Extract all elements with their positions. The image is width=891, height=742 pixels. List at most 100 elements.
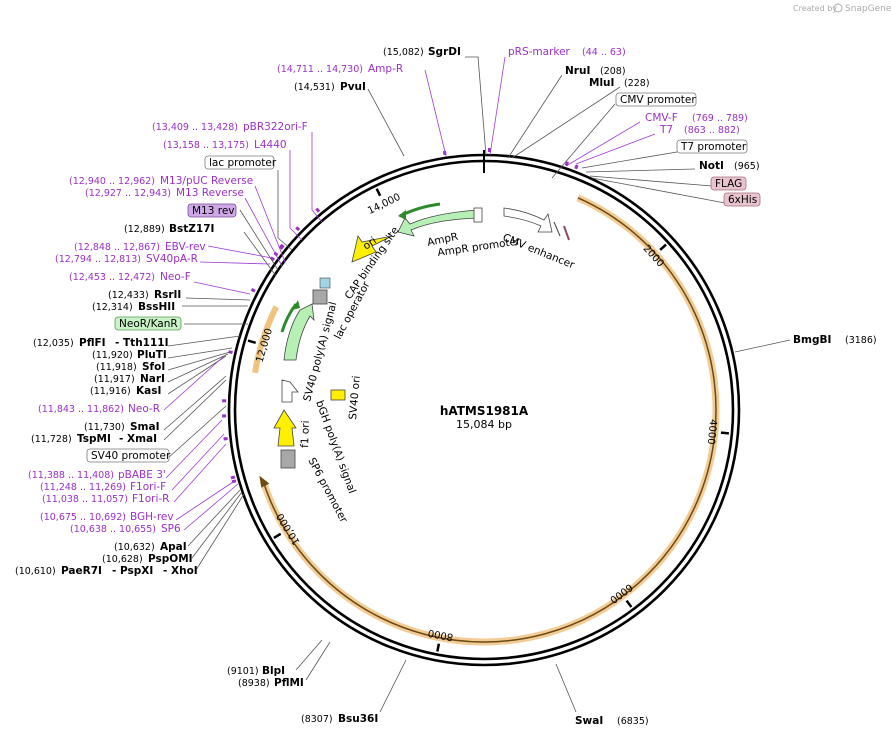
noti-label: NotI [699, 160, 724, 172]
apai-pos: (10,632) [114, 542, 155, 553]
scale-tick [274, 534, 281, 538]
neor-orf-arrowhead [292, 300, 300, 310]
primer-marker [296, 227, 299, 230]
scale-tick [437, 644, 439, 652]
m13rev-primer-range: (12,927 .. 12,943) [85, 188, 171, 199]
primer-marker [251, 289, 255, 291]
mlui-pos: (228) [624, 78, 650, 89]
flag-label: FLAG [715, 178, 742, 190]
pluti-pos: (11,920) [92, 350, 133, 361]
pflmi-pos: (8938) [238, 678, 270, 689]
kasi-label: KasI [136, 385, 161, 397]
sv40-ori-label: SV40 ori [347, 375, 363, 420]
sv40pa-r-range: (12,794 .. 12,813) [55, 254, 141, 265]
scale-tick [248, 341, 256, 343]
f1ori-r-label: F1ori-R [132, 493, 169, 505]
sp6-range: (10,638 .. 10,655) [70, 524, 156, 535]
rsrii-pos: (12,433) [108, 290, 149, 301]
f1-ori-label: f1 ori [299, 420, 312, 448]
cmv-f-range: (769 .. 789) [692, 113, 748, 124]
pspxi-label: - PspXI [112, 565, 153, 577]
pbabe3-range: (11,388 .. 11,408) [28, 470, 114, 481]
l4440-range: (13,158 .. 13,175) [163, 140, 249, 151]
lac-promoter-shape [313, 290, 327, 304]
pvui-pos: (14,531) [294, 82, 335, 93]
primer-marker [316, 209, 319, 212]
bsshii-label: BssHII [138, 301, 175, 313]
sfoi-label: SfoI [142, 361, 165, 373]
prs-marker-range: (44 .. 63) [582, 47, 626, 58]
kasi-pos: (11,916) [90, 386, 131, 397]
primer-marker [576, 165, 577, 169]
cap-binding-shape [320, 278, 330, 288]
nari-label: NarI [140, 373, 165, 385]
tspmi-pos: (11,728) [31, 434, 72, 445]
tth111i-label: - Tth111I [115, 337, 169, 349]
bstz17i-pos: (12,889) [124, 224, 165, 235]
swai-pos: (6835) [617, 716, 649, 727]
neo-f-label: Neo-F [160, 271, 191, 283]
scale-tick-label: 10,000 [275, 511, 303, 547]
neo-r-range: (11,843 .. 11,862) [38, 404, 124, 415]
m13puc-label: M13/pUC Reverse [160, 175, 253, 187]
plasmid-name: hATMS1981A [440, 404, 529, 418]
ampr-orf-arrowhead [398, 210, 406, 220]
tspmi-label: TspMI [77, 433, 111, 445]
t7-label: T7 [659, 124, 673, 136]
bsu36i-pos: (8307) [301, 714, 333, 725]
xmai-label: - XmaI [119, 433, 157, 445]
neor-kanr-label: NeoR/KanR [119, 318, 178, 330]
prs-marker-label: pRS-marker [508, 46, 571, 58]
sv40-polya-arrow [284, 304, 314, 360]
scale-tick-label: 8000 [427, 627, 454, 643]
cmv-promoter-label: CMV promoter [620, 94, 696, 106]
smai-pos: (11,730) [84, 422, 125, 433]
his-label: 6xHis [728, 194, 757, 206]
scale-tick-label: 14,000 [366, 192, 402, 217]
pspomi-pos: (10,628) [102, 554, 143, 565]
f1ori-f-label: F1ori-F [130, 481, 166, 493]
pflfi-label: PflFI [79, 337, 106, 349]
flag-his-mark [564, 226, 569, 240]
ampr-primer-label: Amp-R [368, 63, 403, 75]
scale-tick [627, 601, 632, 607]
scale-tick-label: 4000 [705, 419, 718, 445]
m13rev-primer-label: M13 Reverse [176, 187, 244, 199]
l4440-label: L4440 [254, 139, 287, 151]
snapgene-brand: SnapGene [845, 4, 891, 14]
pbr322ori-label: pBR322ori-F [243, 121, 308, 133]
ampr-promoter-shape [474, 208, 482, 222]
pspomi-label: PspOMI [148, 553, 193, 565]
ebv-rev-range: (12,848 .. 12,867) [74, 242, 160, 253]
plasmid-size: 15,084 bp [456, 418, 512, 431]
blpi-pos: (9101) [227, 666, 259, 677]
lac-promoter-label: lac promoter [209, 157, 277, 169]
f1ori-f-range: (11,248 .. 11,269) [40, 482, 126, 493]
bsshii-pos: (12,314) [92, 302, 133, 313]
paer7i-label: PaeR7I [61, 565, 102, 577]
swai-label: SwaI [575, 715, 603, 727]
bgh-rev-range: (10,675 .. 10,692) [40, 512, 126, 523]
bsu36i-label: Bsu36I [338, 713, 378, 725]
ebv-rev-label: EBV-rev [165, 241, 206, 253]
t7-range: (863 .. 882) [684, 125, 740, 136]
cmv-enhancer-label: CMV enhancer [501, 232, 577, 272]
bgh-rev-label: BGH-rev [130, 511, 174, 523]
scale-tick-label: 12,000 [255, 327, 275, 364]
nrui-pos: (208) [600, 66, 626, 77]
cmv-promoter-mark [554, 222, 560, 236]
f1-ori-arrow [274, 410, 296, 446]
blpi-label: BlpI [262, 665, 285, 677]
pbabe3-label: pBABE 3' [118, 469, 166, 481]
paer7i-pos: (10,610) [15, 566, 56, 577]
created-by-text: Created by [793, 4, 837, 13]
nrui-label: NruI [565, 65, 590, 77]
ampr-arrow [398, 210, 478, 236]
sgrdi-label: SgrDI [428, 46, 461, 58]
pbr322ori-range: (13,409 .. 13,428) [152, 122, 238, 133]
sgrdi-pos: (15,082) [383, 47, 424, 58]
scale-tick [721, 433, 729, 434]
pluti-label: PluTI [137, 349, 167, 361]
